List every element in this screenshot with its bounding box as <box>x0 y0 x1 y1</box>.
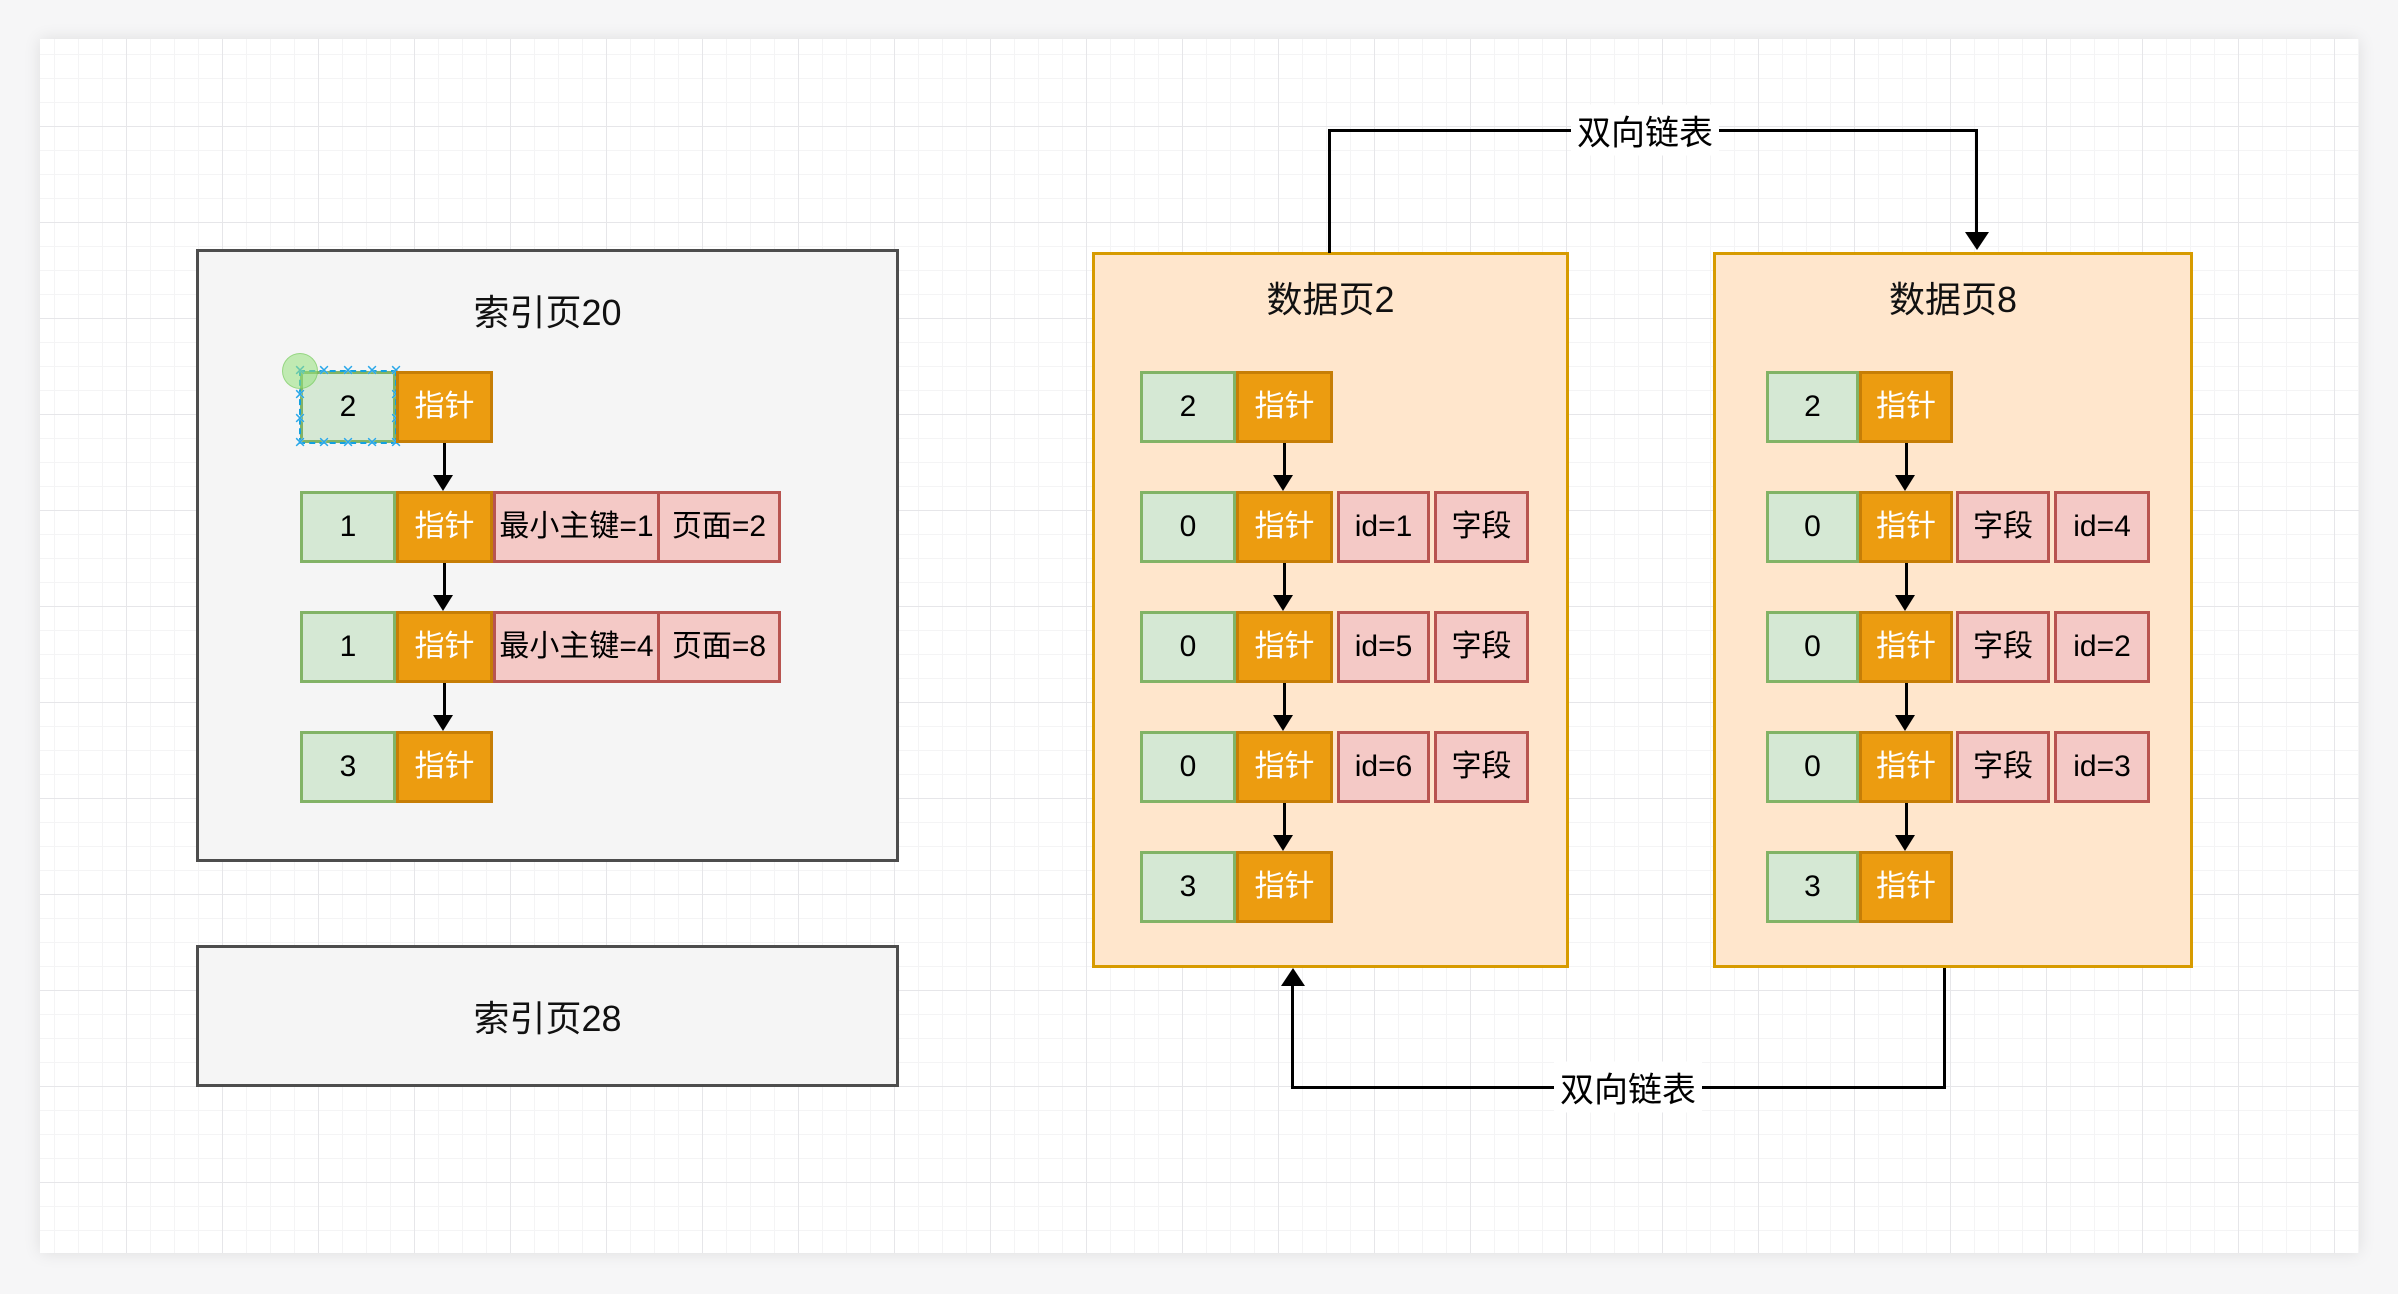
cell-attr[interactable]: 页面=8 <box>657 611 781 683</box>
cell-attr[interactable]: id=1 <box>1337 491 1430 563</box>
row-link-arrowhead-icon <box>1273 595 1293 611</box>
top-link-connector[interactable] <box>1328 129 1331 253</box>
cell-ptr[interactable]: 指针 <box>396 611 493 683</box>
row-link-arrowhead-icon <box>433 595 453 611</box>
cell-key[interactable]: 0 <box>1766 731 1859 803</box>
cell-attr[interactable]: id=6 <box>1337 731 1430 803</box>
cell-ptr[interactable]: 指针 <box>396 371 493 443</box>
cell-attr[interactable]: 最小主键=1 <box>493 491 660 563</box>
cell-ptr[interactable]: 指针 <box>1859 851 1953 923</box>
cell-key[interactable]: 2 <box>299 370 397 444</box>
cell-attr[interactable]: 字段 <box>1956 611 2050 683</box>
row-link-arrow[interactable] <box>1905 683 1908 716</box>
row-link-arrowhead-icon <box>1895 595 1915 611</box>
row-link-arrowhead-icon <box>1273 475 1293 491</box>
row-link-arrow[interactable] <box>1283 803 1286 836</box>
cell-key[interactable]: 0 <box>1140 731 1236 803</box>
cell-ptr[interactable]: 指针 <box>1236 491 1333 563</box>
data-page-2-title: 数据页2 <box>1266 279 1395 320</box>
shape-index-page-20[interactable]: 索引页20 2✕✕✕✕✕✕✕✕✕✕✕✕✕✕指针1指针最小主键=1页面=21指针最… <box>196 249 899 862</box>
row-link-arrowhead-icon <box>1273 715 1293 731</box>
row-link-arrowhead-icon <box>1895 715 1915 731</box>
cell-key[interactable]: 2 <box>1766 371 1859 443</box>
shape-index-page-28[interactable]: 索引页28 <box>196 945 899 1087</box>
cell-key[interactable]: 2 <box>1140 371 1236 443</box>
row-link-arrowhead-icon <box>1895 835 1915 851</box>
cell-ptr[interactable]: 指针 <box>1859 491 1953 563</box>
cell-key[interactable]: 0 <box>1140 611 1236 683</box>
row-link-arrowhead-icon <box>433 475 453 491</box>
connection-point-icon[interactable]: ✕ <box>365 362 379 380</box>
cell-ptr[interactable]: 指针 <box>1859 731 1953 803</box>
cell-ptr[interactable]: 指针 <box>1859 611 1953 683</box>
cell-attr[interactable]: id=5 <box>1337 611 1430 683</box>
cell-attr[interactable]: 字段 <box>1956 731 2050 803</box>
row-link-arrowhead-icon <box>1273 835 1293 851</box>
connection-point-icon[interactable]: ✕ <box>293 386 307 404</box>
cell-attr[interactable]: id=3 <box>2054 731 2150 803</box>
row-link-arrow[interactable] <box>443 443 446 476</box>
connection-point-icon[interactable]: ✕ <box>365 434 379 452</box>
cell-attr[interactable]: 字段 <box>1956 491 2050 563</box>
cell-key[interactable]: 0 <box>1140 491 1236 563</box>
bottom-link-connector[interactable] <box>1943 968 1946 1089</box>
row-link-arrow[interactable] <box>1905 443 1908 476</box>
row-link-arrowhead-icon <box>433 715 453 731</box>
cell-ptr[interactable]: 指针 <box>1236 371 1333 443</box>
cell-ptr[interactable]: 指针 <box>396 491 493 563</box>
row-link-arrow[interactable] <box>1283 443 1286 476</box>
cell-attr[interactable]: 字段 <box>1434 611 1529 683</box>
cell-key[interactable]: 3 <box>300 731 396 803</box>
row-link-arrow[interactable] <box>1283 683 1286 716</box>
data-page-8-title: 数据页8 <box>1888 279 2018 320</box>
index-page-20-title: 索引页20 <box>473 292 622 333</box>
cell-key[interactable]: 3 <box>1140 851 1236 923</box>
cell-key[interactable]: 1 <box>300 611 396 683</box>
bottom-link-label[interactable]: 双向链表 <box>1554 1061 1702 1113</box>
top-link-label[interactable]: 双向链表 <box>1571 104 1719 156</box>
connection-point-icon[interactable]: ✕ <box>341 362 355 380</box>
connection-point-icon[interactable]: ✕ <box>341 434 355 452</box>
cell-ptr[interactable]: 指针 <box>1859 371 1953 443</box>
cell-attr[interactable]: 字段 <box>1434 491 1529 563</box>
top-link-arrowhead-icon <box>1965 232 1989 250</box>
connection-point-icon[interactable]: ✕ <box>293 410 307 428</box>
row-link-arrow[interactable] <box>1905 563 1908 596</box>
connection-point-icon[interactable]: ✕ <box>293 434 307 452</box>
cell-ptr[interactable]: 指针 <box>396 731 493 803</box>
row-link-arrow[interactable] <box>443 563 446 596</box>
cell-attr[interactable]: 字段 <box>1434 731 1529 803</box>
cell-ptr[interactable]: 指针 <box>1236 611 1333 683</box>
cell-key[interactable]: 0 <box>1766 611 1859 683</box>
row-link-arrow[interactable] <box>1283 563 1286 596</box>
endpoint-handle[interactable] <box>282 353 318 389</box>
cell-key[interactable]: 0 <box>1766 491 1859 563</box>
cell-ptr[interactable]: 指针 <box>1236 851 1333 923</box>
cell-key[interactable]: 1 <box>300 491 396 563</box>
cell-key[interactable]: 3 <box>1766 851 1859 923</box>
row-link-arrowhead-icon <box>1895 475 1915 491</box>
top-link-connector[interactable] <box>1975 129 1978 234</box>
index-page-28-title: 索引页28 <box>473 998 622 1039</box>
cell-attr[interactable]: 页面=2 <box>657 491 781 563</box>
connection-point-icon[interactable]: ✕ <box>317 434 331 452</box>
cell-attr[interactable]: id=4 <box>2054 491 2150 563</box>
cell-attr[interactable]: 最小主键=4 <box>493 611 660 683</box>
row-link-arrow[interactable] <box>1905 803 1908 836</box>
cell-attr[interactable]: id=2 <box>2054 611 2150 683</box>
row-link-arrow[interactable] <box>443 683 446 716</box>
connection-point-icon[interactable]: ✕ <box>317 362 331 380</box>
bottom-link-connector[interactable] <box>1291 986 1294 1088</box>
bottom-link-arrowhead-icon <box>1281 968 1305 986</box>
cell-ptr[interactable]: 指针 <box>1236 731 1333 803</box>
